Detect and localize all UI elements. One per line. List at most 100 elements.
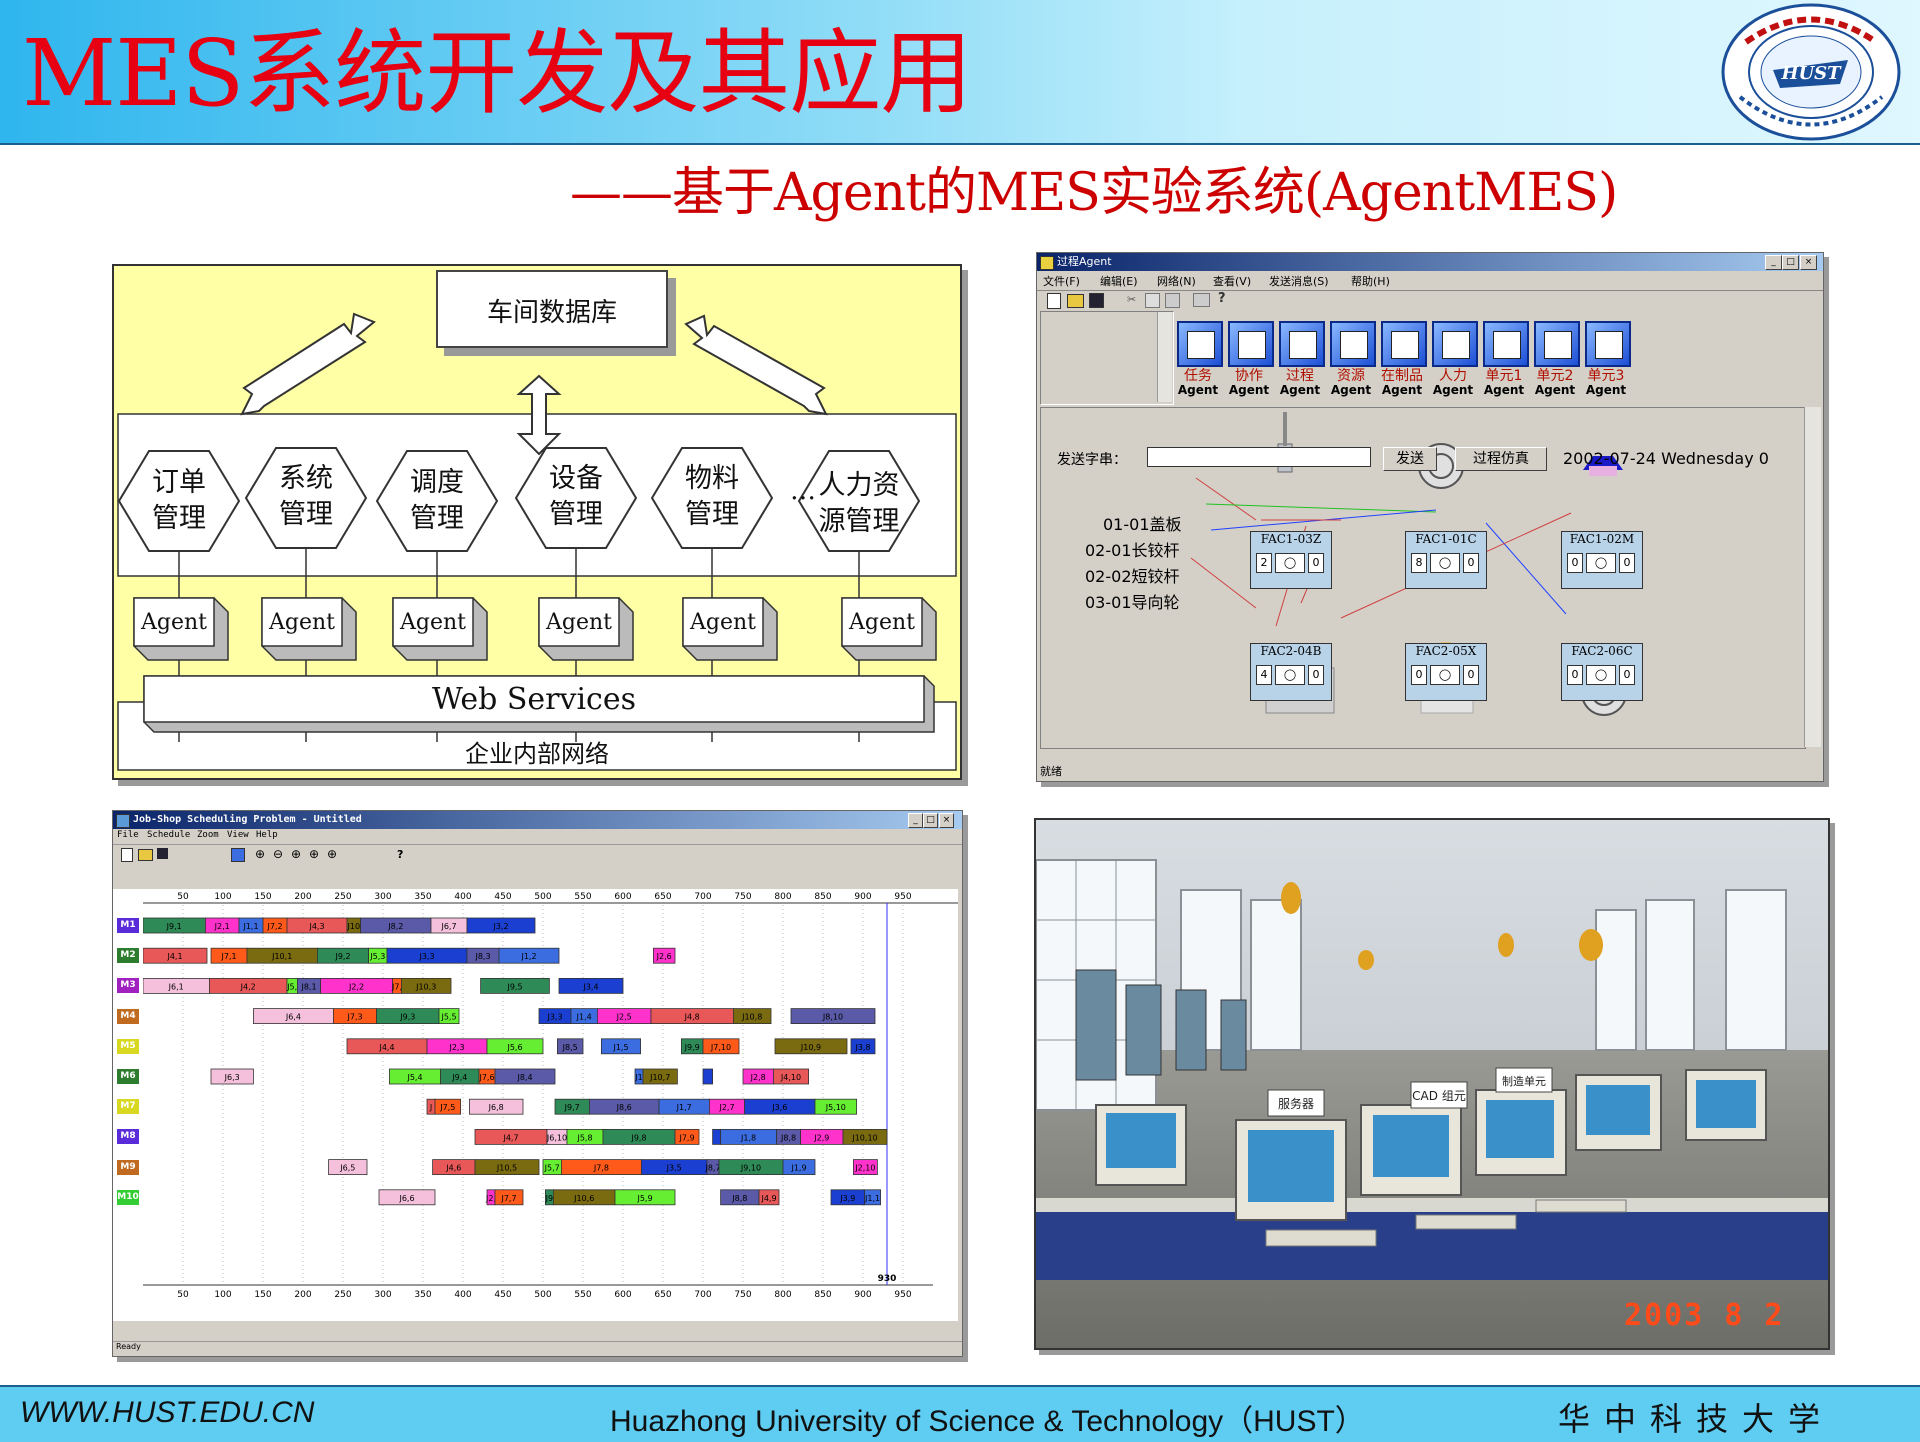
list-scrollbar[interactable] — [1157, 312, 1172, 402]
cut-icon[interactable]: ✂ — [1127, 293, 1137, 306]
gantt-bar[interactable] — [864, 1189, 881, 1206]
process-simulate-button[interactable]: 过程仿真 — [1455, 447, 1547, 471]
scheduler-menu-zoom[interactable]: Zoom — [197, 830, 219, 840]
machine-label[interactable]: M2 — [117, 948, 139, 964]
machine-label[interactable]: M10 — [117, 1189, 139, 1205]
menu-network[interactable]: 网络(N) — [1157, 275, 1196, 288]
zoom-reset-icon[interactable]: ⊕ — [309, 847, 320, 861]
gantt-bar[interactable] — [498, 947, 560, 964]
gantt-bar[interactable] — [758, 1189, 780, 1206]
machine-label[interactable]: M5 — [117, 1038, 139, 1054]
gantt-bar[interactable] — [773, 1068, 810, 1085]
close-button[interactable]: × — [1800, 255, 1817, 270]
agent-list-pane[interactable] — [1040, 311, 1174, 405]
task-icon[interactable] — [1177, 321, 1223, 367]
sched-save-icon[interactable] — [157, 848, 168, 859]
copy-icon[interactable] — [1145, 293, 1160, 308]
zoom-window-icon[interactable]: ⊕ — [327, 847, 338, 861]
machine-label[interactable]: M1 — [117, 918, 139, 933]
zoom-fit-icon[interactable]: ⊕ — [291, 847, 302, 861]
gantt-bar[interactable] — [853, 1159, 878, 1176]
cell-icon[interactable] — [1534, 321, 1580, 367]
gantt-bar[interactable] — [782, 1159, 816, 1176]
gantt-bar[interactable] — [774, 1038, 848, 1055]
gantt-bar[interactable] — [642, 1068, 678, 1085]
gantt-bar[interactable] — [210, 1068, 254, 1085]
menu-send-message[interactable]: 发送消息(S) — [1269, 275, 1329, 288]
footer-url[interactable]: WWW.HUST.EDU.CN — [20, 1396, 315, 1429]
vertical-scrollbar[interactable] — [1804, 407, 1821, 747]
gantt-bar[interactable] — [814, 1098, 857, 1115]
job-item[interactable]: 03-01导向轮 — [1085, 593, 1180, 612]
scheduler-menu-view[interactable]: View — [227, 830, 249, 840]
gantt-bar[interactable] — [328, 1159, 368, 1176]
machine-label[interactable]: M3 — [117, 978, 139, 994]
cell-icon[interactable] — [1483, 321, 1529, 367]
machine-label[interactable]: M7 — [117, 1099, 139, 1115]
sched-run-icon[interactable] — [231, 848, 245, 862]
gantt-bar[interactable] — [556, 1038, 584, 1055]
job-item[interactable]: 02-01长铰杆 — [1085, 541, 1180, 560]
gear-icon[interactable] — [1381, 321, 1427, 367]
gantt-bar[interactable] — [434, 1098, 462, 1115]
gantt-bar[interactable] — [438, 1008, 460, 1024]
gantt-bar[interactable] — [142, 947, 208, 964]
zoom-in-icon[interactable]: ⊕ — [255, 847, 266, 861]
gantt-bar[interactable] — [494, 1189, 524, 1206]
gantt-bar[interactable] — [474, 1159, 540, 1176]
scheduler-menu-schedule[interactable]: Schedule — [147, 830, 191, 840]
print-icon[interactable] — [1193, 293, 1210, 307]
gantt-bar[interactable] — [674, 1128, 700, 1145]
send-string-input[interactable] — [1147, 447, 1371, 467]
scheduler-maximize-button[interactable]: □ — [923, 813, 938, 828]
handshake-icon[interactable] — [1228, 321, 1274, 367]
open-folder-icon[interactable] — [1067, 294, 1084, 308]
job-item[interactable]: 02-02短铰杆 — [1085, 567, 1180, 586]
save-icon[interactable] — [1089, 293, 1104, 308]
cell-icon[interactable] — [1585, 321, 1631, 367]
gantt-bar[interactable] — [614, 1189, 676, 1206]
gantt-bar[interactable] — [466, 917, 536, 934]
new-file-icon[interactable] — [1047, 293, 1061, 309]
sched-new-icon[interactable] — [121, 848, 133, 862]
menu-file[interactable]: 文件(F) — [1043, 275, 1080, 288]
menu-help[interactable]: 帮助(H) — [1351, 275, 1390, 288]
scheduler-close-button[interactable]: × — [939, 813, 954, 828]
gantt-bar[interactable] — [378, 1189, 436, 1206]
job-item[interactable]: 01-01盖板 — [1103, 515, 1182, 534]
gantt-bar[interactable] — [486, 1038, 544, 1055]
sched-open-icon[interactable] — [138, 849, 153, 861]
machine-label[interactable]: M9 — [117, 1159, 139, 1175]
machine-label[interactable]: M6 — [117, 1069, 139, 1084]
gantt-bar[interactable] — [702, 1038, 740, 1055]
gantt-bar[interactable] — [400, 978, 452, 994]
menu-edit[interactable]: 编辑(E) — [1100, 275, 1138, 288]
person-icon[interactable] — [1432, 321, 1478, 367]
gantt-bar[interactable] — [842, 1128, 888, 1145]
machine-label[interactable]: M4 — [117, 1008, 139, 1024]
gantt-bar[interactable] — [494, 1068, 556, 1085]
gantt-bar[interactable] — [480, 978, 550, 994]
gantt-bar[interactable] — [712, 1128, 721, 1145]
gantt-bar[interactable] — [652, 947, 676, 964]
machine-label[interactable]: M8 — [117, 1129, 139, 1145]
gantt-bar[interactable] — [702, 1068, 714, 1085]
zoom-out-icon[interactable]: ⊖ — [273, 847, 284, 861]
scheduler-minimize-button[interactable]: _ — [908, 813, 923, 828]
process-icon[interactable] — [1279, 321, 1325, 367]
scheduler-menu-help[interactable]: Help — [256, 830, 278, 840]
scheduler-menu-file[interactable]: File — [117, 830, 139, 840]
gantt-bar[interactable] — [600, 1038, 641, 1055]
maximize-button[interactable]: □ — [1782, 255, 1799, 270]
gantt-bar[interactable] — [733, 1008, 772, 1024]
minimize-button[interactable]: _ — [1765, 255, 1782, 270]
gantt-bar[interactable] — [790, 1008, 876, 1024]
help-icon[interactable]: ? — [1218, 291, 1226, 306]
menu-view[interactable]: 查看(V) — [1213, 275, 1252, 288]
